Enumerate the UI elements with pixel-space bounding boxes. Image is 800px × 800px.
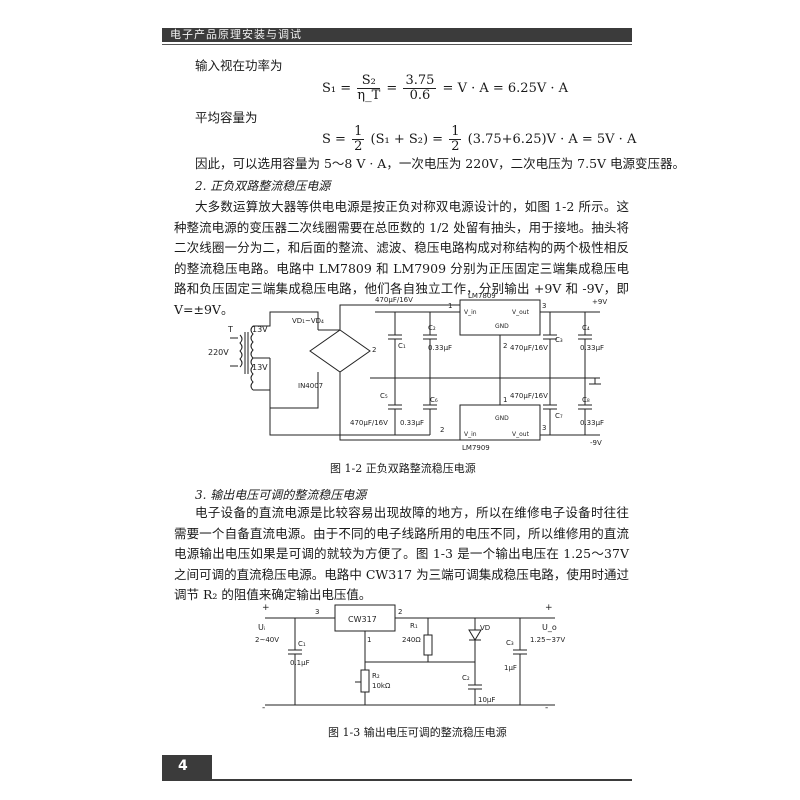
svg-text:470μF/16V: 470μF/16V (510, 392, 548, 400)
bridge-rectifier (309, 329, 371, 373)
label-13v-b: 13V (252, 363, 268, 372)
text-average-capacity: 平均容量为 (195, 110, 258, 125)
svg-text:R₁: R₁ (410, 622, 418, 630)
svg-text:GND: GND (495, 415, 509, 422)
svg-text:C₃: C₃ (506, 639, 514, 647)
svg-text:2~40V: 2~40V (255, 636, 279, 644)
text-conclusion: 因此，可以选用容量为 5～8 V · A，一次电压为 220V，二次电压为 7.… (195, 156, 686, 171)
svg-text:-: - (545, 703, 548, 713)
svg-text:C₅: C₅ (380, 392, 388, 400)
svg-text:V_out: V_out (512, 431, 530, 438)
svg-text:0.33μF: 0.33μF (428, 344, 452, 352)
diode-vd (468, 629, 482, 641)
svg-text:0.1μF: 0.1μF (290, 659, 310, 667)
svg-text:+9V: +9V (592, 298, 607, 306)
figure-1-3-schematic: + + - - Uᵢ 2~40V U_o 1.25~37V 3 CW317 2 … (255, 603, 565, 713)
svg-text:V_in: V_in (464, 309, 477, 316)
svg-text:3: 3 (542, 302, 546, 310)
svg-text:C₇: C₇ (555, 412, 563, 420)
svg-text:U_o: U_o (542, 623, 557, 632)
svg-text:0.33μF: 0.33μF (580, 344, 604, 352)
figure-1-2-caption: 图 1-2 正负双路整流稳压电源 (330, 462, 476, 475)
resistor-r1 (423, 634, 433, 656)
svg-text:470μF/16V: 470μF/16V (350, 419, 388, 427)
svg-text:C₂: C₂ (428, 324, 436, 332)
svg-text:C₁: C₁ (298, 640, 306, 648)
label-T: T (227, 325, 233, 334)
svg-text:10kΩ: 10kΩ (372, 682, 391, 690)
figure-1-3-caption: 图 1-3 输出电压可调的整流稳压电源 (328, 726, 507, 739)
transformer-secondary (250, 325, 254, 391)
transformer-primary (239, 334, 243, 368)
svg-text:LM7809: LM7809 (468, 292, 496, 300)
section-heading-3: 3. 输出电压可调的整流稳压电源 (195, 488, 367, 502)
paragraph-adjustable-supply: 电子设备的直流电源是比较容易出现故障的地方，所以在维修电子设备时往往需要一个自备… (174, 505, 629, 602)
svg-text:1: 1 (367, 636, 371, 644)
svg-text:C₈: C₈ (582, 396, 590, 404)
svg-text:470μF/16V: 470μF/16V (375, 296, 413, 304)
page-number-block: 4 (162, 755, 212, 781)
svg-text:C₃: C₃ (555, 336, 563, 344)
svg-text:GND: GND (495, 323, 509, 330)
svg-text:1.25~37V: 1.25~37V (530, 636, 565, 644)
svg-text:C₄: C₄ (582, 324, 590, 332)
svg-text:10μF: 10μF (478, 696, 495, 704)
svg-text:LM7909: LM7909 (462, 444, 490, 452)
svg-text:Uᵢ: Uᵢ (258, 623, 265, 632)
svg-text:+: + (262, 603, 270, 613)
lm7909-regulator (459, 404, 541, 441)
svg-text:2: 2 (440, 426, 444, 434)
svg-text:+: + (545, 603, 553, 613)
figure-1-2-schematic: T 220V 13V 13V VD₁~VD₄ IN4007 2 C₁ 470μF… (208, 292, 607, 452)
svg-text:2: 2 (398, 608, 402, 616)
svg-text:C₂: C₂ (462, 674, 470, 682)
svg-text:V_out: V_out (512, 309, 530, 316)
svg-text:VD: VD (480, 624, 490, 632)
page-number: 4 (178, 758, 188, 774)
svg-text:3: 3 (315, 608, 319, 616)
label-in4007: IN4007 (298, 382, 323, 390)
running-header-bar (162, 28, 632, 42)
svg-text:CW317: CW317 (348, 615, 377, 624)
svg-text:0.33μF: 0.33μF (400, 419, 424, 427)
svg-text:R₂: R₂ (372, 672, 380, 680)
paragraph-dual-supply: 大多数运算放大器等供电电源是按正负对称双电源设计的，如图 1-2 所示。这种整流… (174, 199, 629, 317)
svg-text:1: 1 (448, 302, 452, 310)
svg-text:1μF: 1μF (504, 664, 517, 672)
svg-text:470μF/16V: 470μF/16V (510, 344, 548, 352)
svg-text:1: 1 (503, 396, 507, 404)
formula1-rhs: = V · A = 6.25V · A (442, 81, 569, 96)
footer-rule (162, 779, 632, 781)
svg-text:C₆: C₆ (430, 396, 438, 404)
label-vd: VD₁~VD₄ (292, 317, 324, 325)
resistor-r2 (360, 669, 370, 693)
svg-text:3: 3 (542, 424, 546, 432)
section-heading-2: 2. 正负双路整流稳压电源 (195, 179, 331, 193)
svg-text:-: - (262, 703, 265, 713)
running-header-title: 电子产品原理安装与调试 (170, 28, 302, 41)
svg-text:240Ω: 240Ω (402, 636, 421, 644)
svg-text:-9V: -9V (590, 439, 602, 447)
formula1-lhs: S₁ = (322, 81, 352, 96)
label-13v-a: 13V (252, 325, 268, 334)
label-220v: 220V (208, 348, 229, 357)
svg-text:2: 2 (372, 346, 376, 354)
svg-text:V_in: V_in (464, 431, 477, 438)
svg-text:0.33μF: 0.33μF (580, 419, 604, 427)
svg-text:2: 2 (503, 342, 507, 350)
header-rule (162, 44, 632, 45)
text-input-apparent-power: 输入视在功率为 (195, 58, 283, 73)
svg-text:C₁: C₁ (398, 342, 406, 350)
